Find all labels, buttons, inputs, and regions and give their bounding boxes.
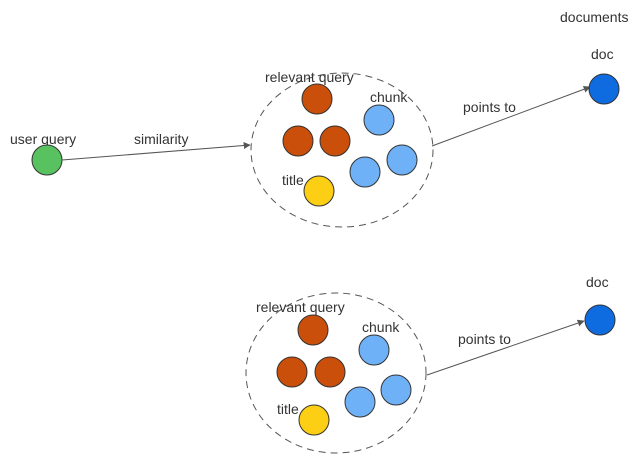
points-to-label-top: points to [463,99,516,115]
title-label-bottom: title [277,401,299,417]
relevant-query-node-top-3[interactable] [319,125,351,157]
relevant-query-node-bottom-2[interactable] [276,356,308,388]
chunk-node-top-3[interactable] [349,156,381,188]
top-cluster-boundary[interactable] [250,72,434,228]
relevant-query-label-bottom: relevant query [256,299,345,315]
points-to-edge-top [431,85,591,147]
doc-node-top[interactable] [588,73,620,105]
title-label-top: title [282,172,304,188]
points-to-edge-bottom [426,319,585,376]
chunk-node-bottom-3[interactable] [344,386,376,418]
user-query-node[interactable] [31,144,63,176]
doc-label-bottom: doc [586,274,609,290]
chunk-node-top-1[interactable] [363,104,395,136]
relevant-query-node-bottom-3[interactable] [314,356,346,388]
relevant-query-node-top-1[interactable] [301,83,333,115]
points-to-label-bottom: points to [458,331,511,347]
documents-label: documents [560,9,628,25]
chunk-node-top-2[interactable] [386,144,418,176]
bottom-cluster-boundary[interactable] [245,292,427,454]
user-query-label: user query [10,131,76,147]
title-node-bottom[interactable] [298,404,330,436]
chunk-label-bottom: chunk [362,319,400,335]
chunk-node-bottom-1[interactable] [358,334,390,366]
similarity-edge [61,142,251,161]
chunk-node-bottom-2[interactable] [380,374,412,406]
chunk-label-top: chunk [370,89,408,105]
doc-node-bottom[interactable] [584,304,616,336]
doc-label-top: doc [591,46,614,62]
relevant-query-node-top-2[interactable] [282,125,314,157]
relevant-query-label-top: relevant query [265,69,354,85]
title-node-top[interactable] [303,175,335,207]
similarity-label: similarity [134,131,188,147]
relevant-query-node-bottom-1[interactable] [297,314,329,346]
